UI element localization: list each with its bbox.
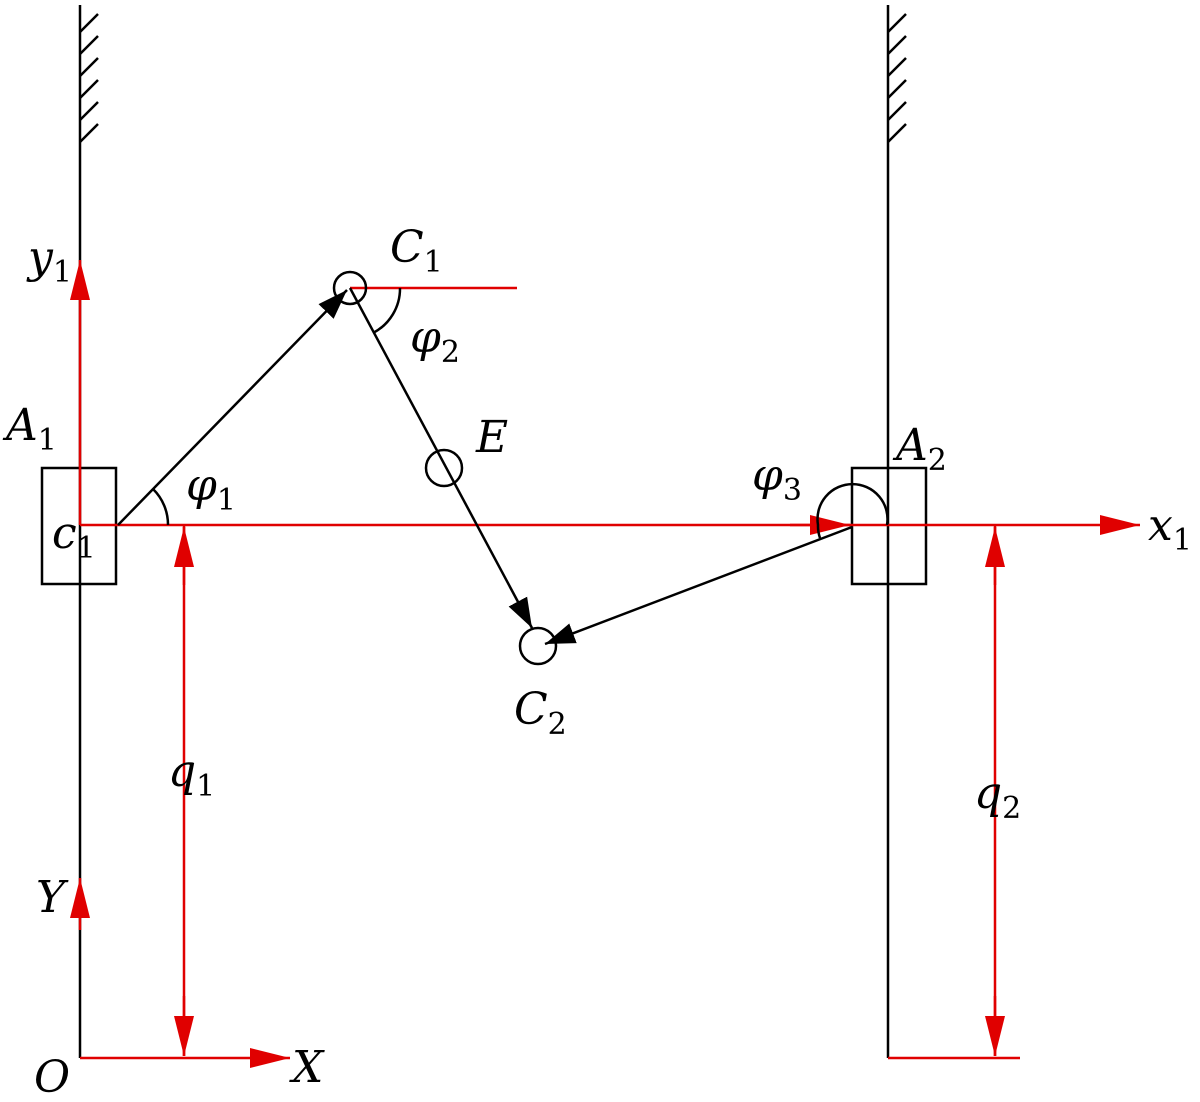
label-O: O [34, 1052, 70, 1102]
left-ground-hatch [79, 13, 99, 143]
label-q1: q1 [168, 746, 215, 804]
label-A1: A1 [2, 400, 57, 458]
joint-C2 [518, 626, 558, 666]
label-C2: C2 [514, 684, 567, 742]
label-Y: Y [36, 872, 69, 923]
joint-C1 [332, 270, 368, 306]
label-X: X [289, 1042, 325, 1093]
label-E: E [475, 412, 508, 463]
label-c1: c1 [52, 508, 96, 566]
link-A2-to-C2 [544, 525, 853, 646]
label-phi1: φ1 [186, 460, 236, 518]
label-A2: A2 [892, 420, 947, 478]
link-c1-to-C1 [117, 289, 348, 526]
label-y1: y1 [26, 232, 72, 290]
angle-arc-phi1 [152, 488, 170, 526]
label-x1: x1 [1148, 500, 1192, 558]
label-phi2: φ2 [410, 312, 460, 370]
label-q2: q2 [974, 768, 1021, 826]
label-phi3: φ3 [752, 450, 802, 508]
right-ground-hatch [887, 13, 907, 143]
right-rail [886, 5, 907, 1058]
angle-arc-phi3 [816, 482, 889, 539]
angle-arc-phi2 [372, 287, 402, 335]
joint-E [424, 448, 464, 488]
label-C1: C1 [390, 222, 443, 280]
link-C1-to-C2 [348, 287, 534, 629]
